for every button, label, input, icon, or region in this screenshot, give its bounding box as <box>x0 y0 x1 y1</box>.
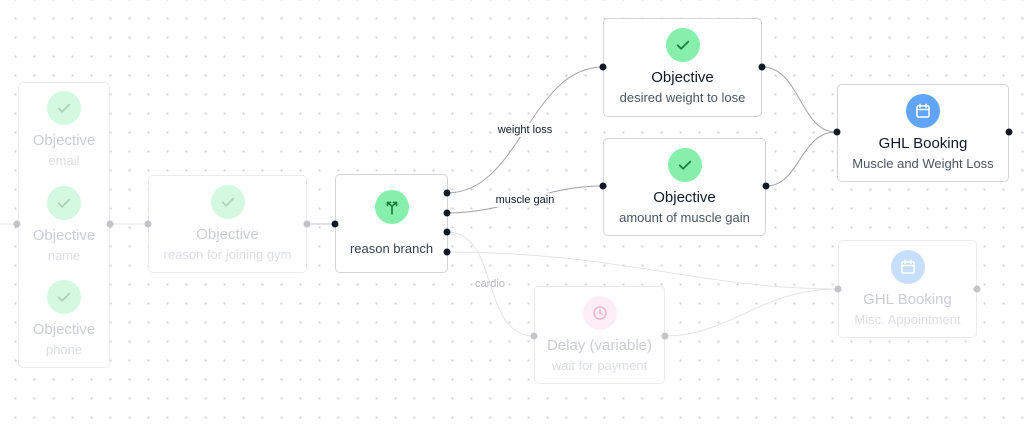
handle-booking-misc-target[interactable] <box>834 285 842 293</box>
handle-branch-weight-loss[interactable] <box>443 189 451 197</box>
handle-branch-muscle-gain[interactable] <box>443 209 451 217</box>
objective-reason-node[interactable]: Objective reason for joining gym <box>148 175 307 273</box>
node-title: Objective <box>653 188 716 206</box>
edge-muscle-to-booking <box>765 131 837 187</box>
check-icon <box>665 28 700 62</box>
handle-muscle-source[interactable] <box>762 182 770 190</box>
calendar-icon <box>906 93 940 128</box>
handle-branch-target[interactable] <box>331 220 339 228</box>
handle-delay-target[interactable] <box>530 332 538 340</box>
check-icon <box>47 185 81 220</box>
check-icon <box>667 147 702 182</box>
node-subtitle: amount of muscle gain <box>619 209 750 225</box>
group-item-title: Objective <box>32 321 96 339</box>
check-icon <box>47 90 81 125</box>
check-icon <box>210 184 245 219</box>
node-title: GHL Booking <box>863 290 952 308</box>
node-subtitle: wait for payment <box>551 357 648 373</box>
objective-weight-node[interactable]: Objective desired weight to lose <box>603 18 762 117</box>
handle-group-source[interactable] <box>106 220 114 228</box>
node-title: Objective <box>651 69 714 86</box>
edge-delay-to-misc <box>664 288 839 337</box>
edge-label-weight-loss[interactable]: weight loss <box>494 123 556 137</box>
handle-booking-main-source[interactable] <box>1005 128 1013 136</box>
node-subtitle: desired weight to lose <box>619 90 746 105</box>
objective-group[interactable]: Objective email Objective name Objective… <box>18 82 110 368</box>
node-title: Delay (variable) <box>546 336 653 354</box>
group-item-subtitle: name <box>47 247 81 263</box>
group-item-title: Objective <box>32 131 96 149</box>
handle-delay-source[interactable] <box>661 332 669 340</box>
group-item-subtitle: phone <box>45 342 83 358</box>
handle-booking-misc-source[interactable] <box>973 285 981 293</box>
node-title: GHL Booking <box>878 134 968 152</box>
branch-icon <box>374 189 409 224</box>
booking-main-node[interactable]: GHL Booking Muscle and Weight Loss <box>837 84 1009 182</box>
handle-booking-main-target[interactable] <box>833 128 841 136</box>
check-icon <box>47 280 81 315</box>
group-item-phone[interactable]: Objective phone <box>32 272 96 367</box>
delay-node[interactable]: Delay (variable) wait for payment <box>534 286 665 384</box>
node-subtitle: reason for joining gym <box>163 246 292 262</box>
handle-reason-source[interactable] <box>303 220 311 228</box>
group-item-name[interactable]: Objective name <box>32 178 96 273</box>
node-subtitle: Misc. Appointment <box>854 311 961 327</box>
group-item-title: Objective <box>32 226 96 244</box>
calendar-icon <box>890 249 925 284</box>
handle-muscle-target[interactable] <box>599 182 607 190</box>
handle-weight-target[interactable] <box>599 63 607 71</box>
clock-icon <box>582 295 617 330</box>
node-subtitle: Muscle and Weight Loss <box>852 155 994 171</box>
branch-node[interactable]: reason branch <box>335 174 448 273</box>
handle-branch-default[interactable] <box>443 248 451 256</box>
handle-branch-cardio[interactable] <box>443 228 451 236</box>
edge-weight-to-booking <box>761 66 837 133</box>
group-item-email[interactable]: Objective email <box>32 83 96 178</box>
edge-label-muscle-gain[interactable]: muscle gain <box>492 193 558 207</box>
node-subtitle: reason branch <box>349 240 434 256</box>
edge-label-cardio[interactable]: cardio <box>475 278 505 290</box>
booking-misc-node[interactable]: GHL Booking Misc. Appointment <box>838 240 977 338</box>
handle-weight-source[interactable] <box>758 63 766 71</box>
handle-group-target[interactable] <box>13 220 21 228</box>
node-title: Objective <box>196 225 259 243</box>
handle-reason-target[interactable] <box>144 220 152 228</box>
objective-muscle-node[interactable]: Objective amount of muscle gain <box>603 138 766 236</box>
group-item-subtitle: email <box>48 152 80 168</box>
